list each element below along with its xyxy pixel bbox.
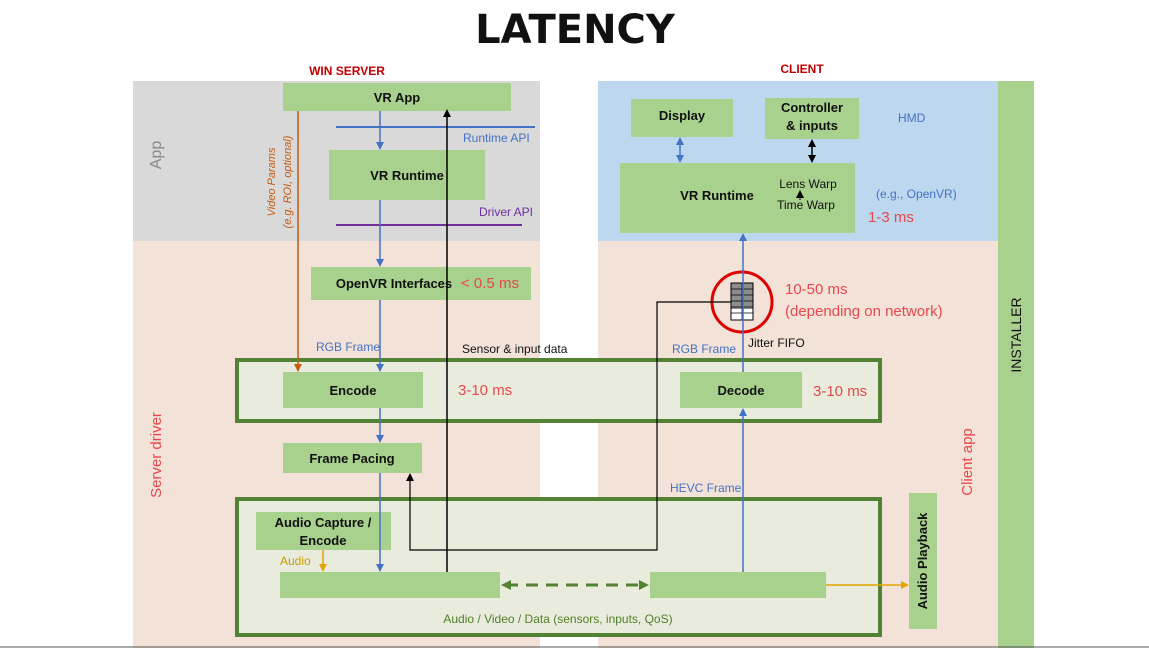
time-warp-label: Time Warp [777,198,835,212]
sensor-feedback-path [406,301,731,551]
encode-box [283,372,423,408]
display-box [631,99,733,137]
lens-warp-label: Lens Warp [779,177,837,191]
controller-label-1: Controller [781,100,843,115]
controller-box [765,98,859,139]
openvr-example-label: (e.g., OpenVR) [876,187,957,201]
audio-capture-box [256,512,391,550]
client-header: CLIENT [780,62,824,76]
encode-label: Encode [330,383,377,398]
client-app-label: Client app [959,428,976,496]
audio-playback-label: Audio Playback [915,512,930,610]
audio-playback-box [909,493,937,629]
vr-runtime-client-label: VR Runtime [680,188,754,203]
rgb-frame-client-label: RGB Frame [672,342,736,356]
vr-runtime-client-box [620,163,855,233]
video-params-label-2: (e.g. ROI, optional) [282,135,294,228]
audio-capture-label-2: Encode [300,533,347,548]
audio-label: Audio [280,554,311,568]
client-runtime-latency: 1-3 ms [868,209,914,226]
transport-label: Audio / Video / Data (sensors, inputs, Q… [443,612,672,626]
openvr-interfaces-label: OpenVR Interfaces [336,276,452,291]
installer-bar [998,81,1034,648]
runtime-api-label: Runtime API [463,131,530,145]
encode-latency: 3-10 ms [458,382,512,399]
openvr-latency: < 0.5 ms [461,275,519,292]
display-label: Display [659,108,706,123]
decode-box [680,372,802,408]
network-latency-1: 10-50 ms [785,281,848,298]
jitter-fifo-label: Jitter FIFO [748,336,805,350]
sensor-input-label: Sensor & input data [462,342,568,356]
controller-label-2: & inputs [786,118,838,133]
installer-label: INSTALLER [1008,297,1024,372]
server-driver-label: Server driver [148,412,165,498]
client-transport-box [650,572,826,598]
hevc-frame-label: HEVC Frame [670,481,742,495]
vr-app-label: VR App [374,90,421,105]
openvr-interfaces-box [311,267,531,300]
win-server-header: WIN SERVER [309,64,385,78]
rgb-frame-server-label: RGB Frame [316,340,380,354]
video-params-label-1: Video Params [266,147,278,216]
decode-label: Decode [718,383,765,398]
app-label: App [148,141,165,170]
vr-runtime-server-label: VR Runtime [370,168,444,183]
server-transport-box [280,572,500,598]
frame-pacing-label: Frame Pacing [309,451,394,466]
vr-app-box [283,83,511,111]
audio-capture-label-1: Audio Capture / [275,515,372,530]
decode-latency: 3-10 ms [813,383,867,400]
diagram-title: LATENCY [475,7,676,53]
network-latency-2: (depending on network) [785,303,943,320]
jitter-fifo-icon [730,282,754,321]
frame-pacing-box [283,443,422,473]
hmd-label: HMD [898,111,926,125]
vr-runtime-server-box [329,150,485,200]
driver-api-label: Driver API [479,205,533,219]
